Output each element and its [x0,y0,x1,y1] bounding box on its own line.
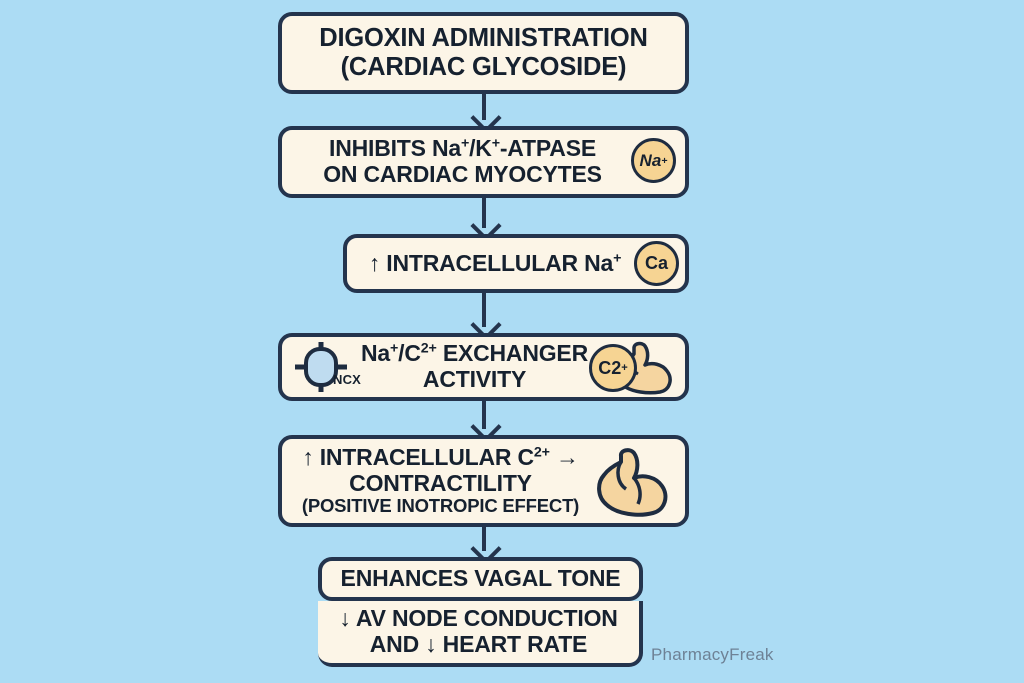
flow-node-intracellular-na-text: ↑ INTRACELLULAR Na+ [368,249,663,277]
watermark-label: PharmacyFreak [651,645,774,664]
step4-l1-sup2: 2+ [420,340,437,357]
step5-l1-pre: ↑ INTRACELLULAR C [302,443,534,470]
step4-l1-sup1: + [390,340,399,357]
calcium-2plus-badge-icon: C2+ [589,344,637,392]
step2-line1: INHIBITS Na+/K+-ATPASE [329,135,596,161]
step7-line1: ↓ AV NODE CONDUCTION [339,605,618,632]
step3-sup: + [613,249,622,266]
connector-stem [482,198,486,228]
step5-line3: (POSITIVE INOTROPIC EFFECT) [301,495,580,517]
step4-line2: ACTIVITY [422,366,527,392]
step2-l1-sup1: + [460,135,470,152]
badge-ca2-label: C2 [598,357,622,378]
step4-line1: Na+/C2+ EXCHANGER [361,340,588,366]
step3-text: ↑ INTRACELLULAR Na [368,249,614,276]
step2-line2: ON CARDIAC MYOCYTES [323,161,602,187]
badge-na-label: Na [639,150,662,170]
connector-stem [482,527,486,551]
step2-l1-mid: /K [469,135,492,162]
flow-node-contractility-text: ↑ INTRACELLULAR C2+ →CONTRACTILITY(POSIT… [301,444,665,517]
step1-line1: DIGOXIN ADMINISTRATION [319,24,648,53]
step2-l1-pre: INHIBITS Na [329,135,461,162]
ncx-transporter-icon [295,342,347,392]
flow-node-increased-intracellular-sodium[interactable]: ↑ INTRACELLULAR Na+ [343,234,689,293]
step5-l1-post: → [549,443,579,470]
step5-l1-sup: 2+ [533,444,550,461]
step1-line2: (CARDIAC GLYCOSIDE) [340,53,627,81]
flow-node-digoxin-administration[interactable]: DIGOXIN ADMINISTRATION(CARDIAC GLYCOSIDE… [278,12,689,94]
connector-stem [482,401,486,429]
step7-line2: AND ↓ HEART RATE [369,631,588,657]
ncx-icon-label: NCX [333,372,362,387]
step4-l1-pre: Na [361,340,391,367]
step2-l1-sup2: + [491,135,500,152]
connector-stem [482,293,486,327]
step4-l1-mid: /C [398,340,421,367]
flow-node-enhances-vagal-tone[interactable]: ENHANCES VAGAL TONE [318,557,643,601]
calcium-ion-badge-icon: Ca [634,241,679,286]
flow-node-digoxin-administration-text: DIGOXIN ADMINISTRATION(CARDIAC GLYCOSIDE… [319,24,648,81]
flow-node-vagal-tone-text: ENHANCES VAGAL TONE [340,565,621,592]
step4-l1-post: EXCHANGER [436,340,588,367]
step5-line2: CONTRACTILITY [349,469,532,496]
sodium-ion-badge-icon: Na+ [631,138,676,183]
badge-ca-label: Ca [644,253,668,273]
connector-stem [482,94,486,120]
step5-line1: ↑ INTRACELLULAR C2+ → [302,444,579,470]
step2-l1-post: -ATPASE [499,135,596,162]
bicep-muscle-large-icon [597,448,668,517]
